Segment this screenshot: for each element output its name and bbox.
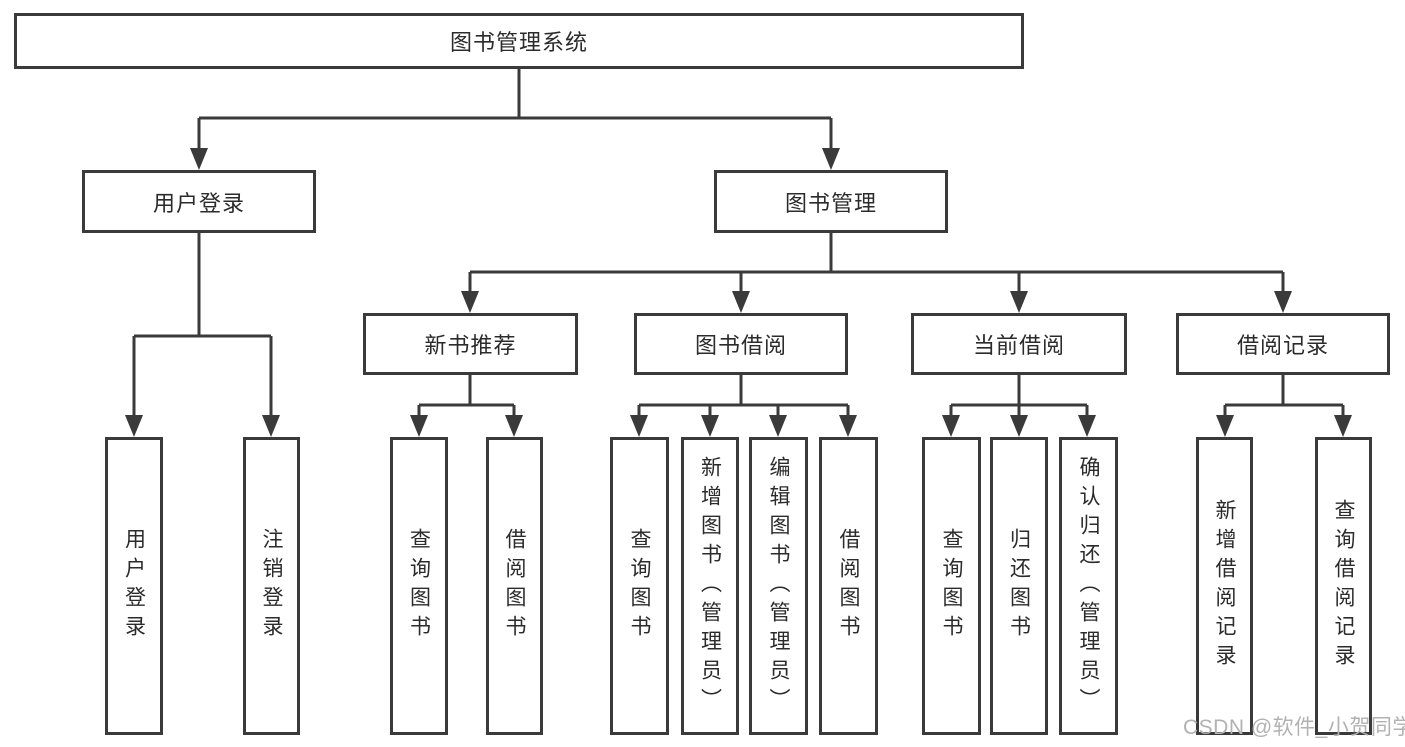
leaf-add-book-admin: 新增图书（管理员）: [681, 437, 739, 735]
node-book-borrow: 图书借阅: [634, 313, 848, 375]
leaf-add-borrow-record: 新增借阅记录: [1196, 437, 1253, 735]
leaf-query-books-current: 查询图书: [922, 437, 981, 735]
leaf-query-books-borrow: 查询图书: [610, 437, 669, 735]
node-new-book-recommend: 新书推荐: [363, 313, 578, 375]
leaf-borrow-books-borrow: 借阅图书: [819, 437, 878, 735]
leaf-confirm-return-admin: 确认归还（管理员）: [1059, 437, 1118, 735]
node-borrow-records: 借阅记录: [1176, 313, 1390, 375]
leaf-borrow-books-recommend: 借阅图书: [486, 437, 543, 735]
node-root-system: 图书管理系统: [14, 13, 1024, 69]
leaf-logout: 注销登录: [243, 437, 300, 735]
leaf-edit-book-admin: 编辑图书（管理员）: [749, 437, 808, 735]
leaf-query-books-recommend: 查询图书: [390, 437, 448, 735]
node-current-borrow: 当前借阅: [911, 313, 1127, 375]
node-book-management: 图书管理: [714, 170, 948, 233]
node-user-login: 用户登录: [82, 170, 316, 233]
leaf-user-login: 用户登录: [105, 437, 163, 735]
watermark: CSDN @软件_小贺同学: [1183, 716, 1405, 739]
leaf-return-book: 归还图书: [990, 437, 1048, 735]
leaf-query-borrow-record: 查询借阅记录: [1315, 437, 1372, 735]
